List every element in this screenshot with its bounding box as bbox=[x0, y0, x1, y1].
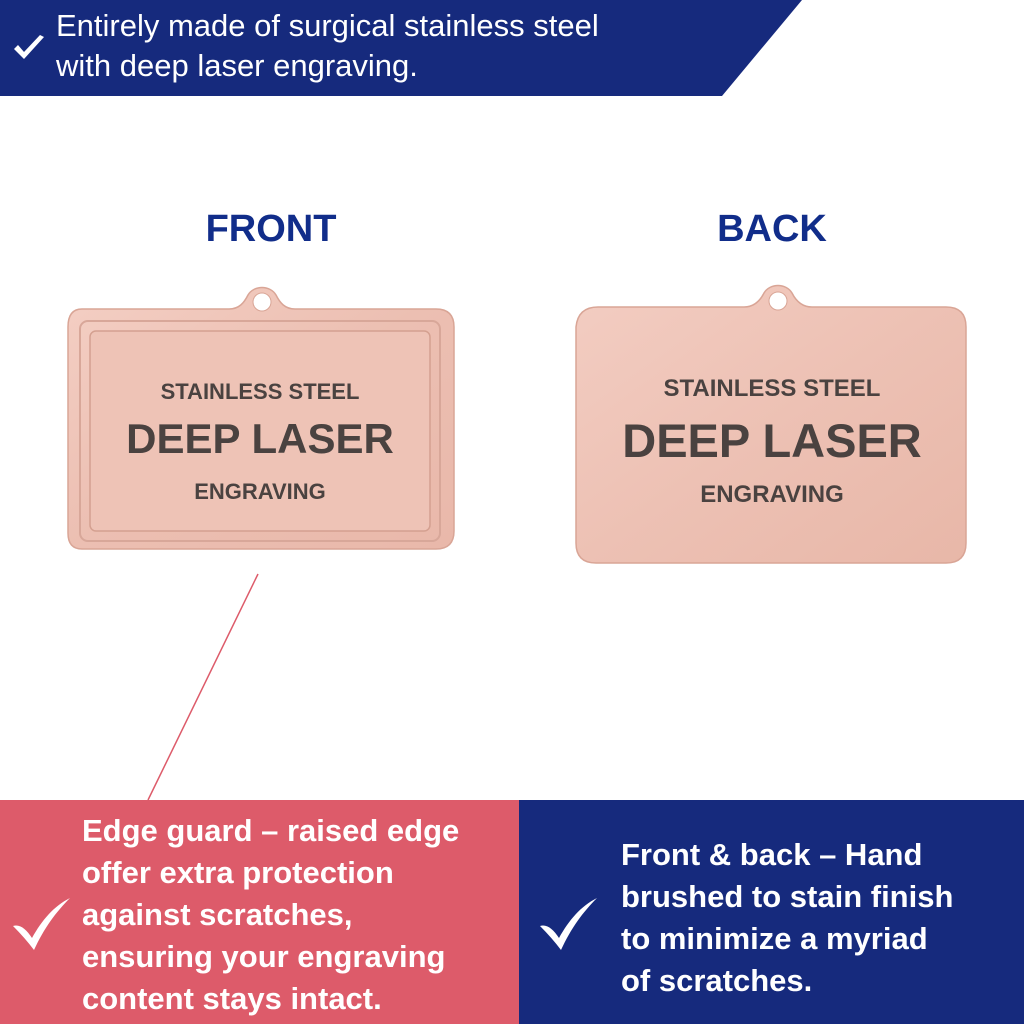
finish-line-2: brushed to stain finish bbox=[621, 879, 954, 914]
back-engraving-line-1: STAINLESS STEEL bbox=[663, 375, 881, 402]
checkmark-icon bbox=[540, 898, 597, 950]
front-engraving-line-2: DEEP LASER bbox=[126, 415, 394, 462]
finish-line-3: to minimize a myriad bbox=[621, 921, 928, 956]
edge-guard-line-2: offer extra protection bbox=[82, 855, 394, 890]
banner-line-2: with deep laser engraving. bbox=[56, 48, 418, 83]
back-tag-shape bbox=[575, 284, 967, 564]
front-tag: STAINLESS STEEL DEEP LASER ENGRAVING bbox=[64, 283, 456, 573]
top-banner: Entirely made of surgical stainless stee… bbox=[0, 0, 1024, 96]
checkmark-icon bbox=[14, 35, 44, 59]
edge-guard-line-4: ensuring your engraving bbox=[82, 939, 446, 974]
banner-text: Entirely made of surgical stainless stee… bbox=[56, 6, 756, 86]
edge-guard-line-1: Edge guard – raised edge bbox=[82, 813, 460, 848]
front-tag-shape bbox=[67, 286, 455, 550]
front-engraving-line-1: STAINLESS STEEL bbox=[160, 379, 360, 404]
banner-line-1: Entirely made of surgical stainless stee… bbox=[56, 8, 599, 43]
finish-panel: Front & back – Hand brushed to stain fin… bbox=[519, 800, 1024, 1024]
finish-line-1: Front & back – Hand bbox=[621, 837, 923, 872]
back-tag: STAINLESS STEEL DEEP LASER ENGRAVING bbox=[574, 283, 970, 573]
checkmark-icon bbox=[13, 898, 70, 950]
back-engraving-line-3: ENGRAVING bbox=[700, 481, 844, 508]
finish-line-4: of scratches. bbox=[621, 963, 813, 998]
front-title: FRONT bbox=[205, 208, 337, 250]
back-title: BACK bbox=[717, 208, 827, 250]
back-engraving-line-2: DEEP LASER bbox=[622, 414, 922, 467]
edge-guard-panel: Edge guard – raised edge offer extra pro… bbox=[0, 800, 519, 1024]
edge-guard-line-3: against scratches, bbox=[82, 897, 353, 932]
banner-background bbox=[0, 0, 802, 96]
edge-guard-line-5: content stays intact. bbox=[82, 981, 382, 1016]
edge-guard-text: Edge guard – raised edge offer extra pro… bbox=[82, 810, 512, 1020]
front-engraving-line-3: ENGRAVING bbox=[194, 479, 326, 504]
finish-text: Front & back – Hand brushed to stain fin… bbox=[621, 834, 1021, 1002]
